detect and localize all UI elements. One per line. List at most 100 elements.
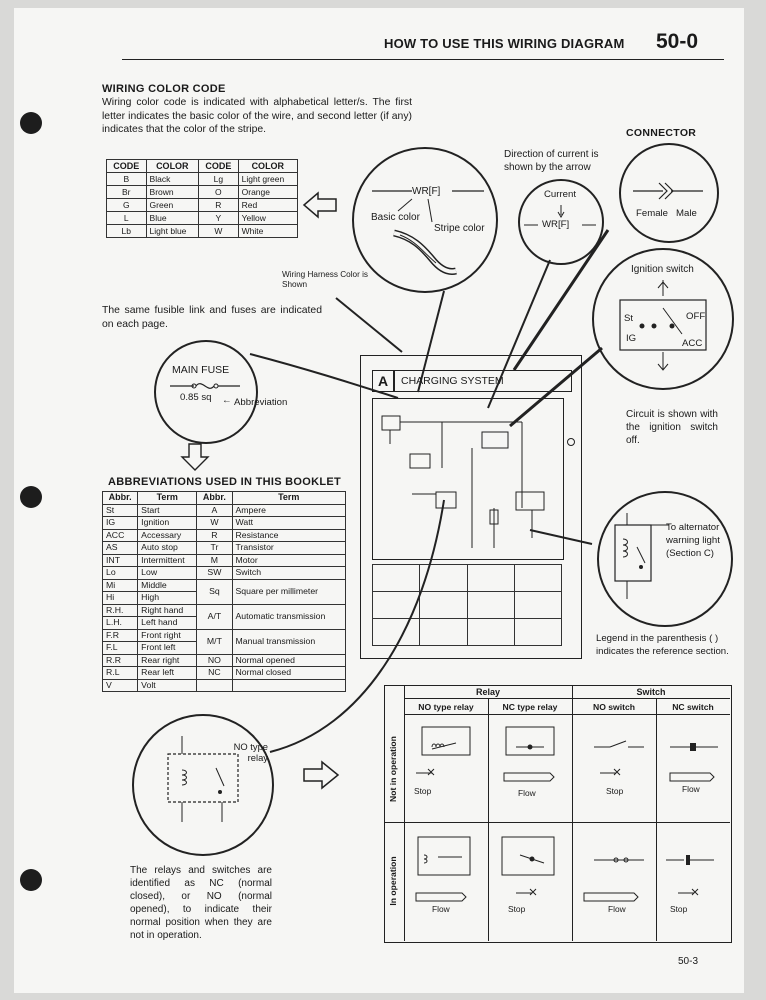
no-relay-label: NO type relay [233, 741, 268, 763]
fuse-note: The same fusible link and fuses are indi… [102, 305, 322, 330]
diagram-schematic-frame [372, 398, 564, 560]
section-letter: A [372, 370, 394, 392]
fuse-icon [170, 383, 240, 389]
ignition-st-label: St [624, 313, 634, 324]
relay-coil-icon [614, 513, 669, 599]
diagram-title: CHARGING SYSTEM [394, 370, 572, 392]
table-cell: Manual transmission [231, 628, 346, 655]
diagram-legend-grid [371, 564, 563, 646]
wire-color-callout [352, 147, 498, 293]
current-callout [518, 179, 604, 265]
punch-hole-icon [20, 486, 42, 508]
col-nc-switch: NC switch [672, 702, 714, 712]
table-cell: V [101, 678, 139, 692]
ignition-caption: Circuit is shown with the ignition switc… [626, 409, 718, 446]
relay-note: The relays and switches are identified a… [130, 865, 272, 941]
connector-male-label: Male [676, 208, 697, 219]
table-header: Abbr. [101, 491, 139, 505]
table-cell: A/T [196, 603, 233, 630]
table-divider [404, 685, 405, 941]
binding-hole-icon [567, 438, 575, 446]
charging-diagram [360, 355, 582, 659]
col-no-switch: NO switch [592, 702, 636, 712]
switch-group-header: Switch [636, 687, 666, 697]
table-cell: White [237, 224, 299, 238]
table-cell: Automatic transmission [231, 603, 346, 630]
abbreviation-note: Abbreviation [234, 397, 288, 408]
ignition-title: Ignition switch [631, 264, 694, 275]
table-cell: Sq [196, 578, 233, 605]
section-number: 50-0 [656, 30, 699, 53]
page-title: HOW TO USE THIS WIRING DIAGRAM [384, 36, 625, 51]
table-cell: M/T [196, 628, 233, 655]
leader-lines-icon [249, 229, 610, 753]
connector-female-label: Female [636, 208, 668, 219]
table-divider [404, 698, 730, 699]
stripe-color-label: Stripe color [434, 223, 485, 234]
table-cell [196, 678, 233, 692]
col-no-relay: NO type relay [418, 702, 474, 712]
table-divider [384, 822, 730, 823]
ignition-switch-icon [619, 280, 707, 371]
state-nc-switch-off: Flow [682, 784, 700, 794]
color-code-text: Wiring color code is indicated with alph… [102, 97, 412, 135]
table-cell: NO [196, 653, 233, 667]
table-cell: Light blue [145, 224, 200, 238]
fuse-size-label: 0.85 sq [180, 392, 212, 403]
state-no-switch-off: Stop [606, 786, 624, 796]
state-nc-relay-off: Flow [518, 788, 536, 798]
ignition-acc-label: ACC [682, 338, 703, 349]
state-nc-switch-on: Stop [670, 904, 688, 914]
table-cell [231, 678, 346, 692]
current-caption: Direction of current is shown by the arr… [504, 149, 599, 173]
ignition-off-label: OFF [686, 311, 706, 322]
table-divider [572, 685, 573, 941]
punch-hole-icon [20, 112, 42, 134]
col-nc-relay: NC type relay [502, 702, 558, 712]
main-fuse-callout [154, 340, 258, 444]
table-divider [404, 714, 730, 715]
state-nc-relay-on: Stop [508, 904, 526, 914]
legend-note: Legend in the parenthesis ( ) indicates … [596, 633, 729, 657]
page-number: 50-3 [678, 956, 699, 967]
table-cell: R.R [101, 653, 139, 667]
current-label: Current [544, 189, 576, 200]
alternator-callout [597, 491, 733, 627]
alternator-note: To alternator warning light (Section C) [666, 522, 720, 559]
connector-title: CONNECTOR [626, 127, 697, 139]
manual-page: HOW TO USE THIS WIRING DIAGRAM 50-0 WIRI… [14, 8, 744, 993]
right-arrow-icon [303, 760, 340, 790]
table-cell: W [198, 224, 239, 238]
basic-color-label: Basic color [371, 212, 420, 223]
down-arrow-icon [180, 443, 210, 471]
relay-switch-table [384, 685, 732, 943]
no-relay-icon [167, 736, 239, 822]
color-code-heading: WIRING COLOR CODE [102, 83, 226, 95]
table-divider [488, 698, 489, 941]
header-rule [122, 59, 724, 60]
current-wire-code: WR[F] [542, 219, 570, 230]
charging-schematic-icon [381, 415, 545, 548]
table-divider [656, 698, 657, 941]
abbreviations-heading: ABBREVIATIONS USED IN THIS BOOKLET [108, 476, 342, 488]
main-fuse-title: MAIN FUSE [172, 364, 230, 376]
current-arrow-icon [524, 205, 596, 226]
state-no-switch-on: Flow [608, 904, 626, 914]
connector-icon [633, 182, 703, 200]
wire-drawing-icon [372, 190, 484, 275]
left-arrow-icon [302, 191, 337, 219]
